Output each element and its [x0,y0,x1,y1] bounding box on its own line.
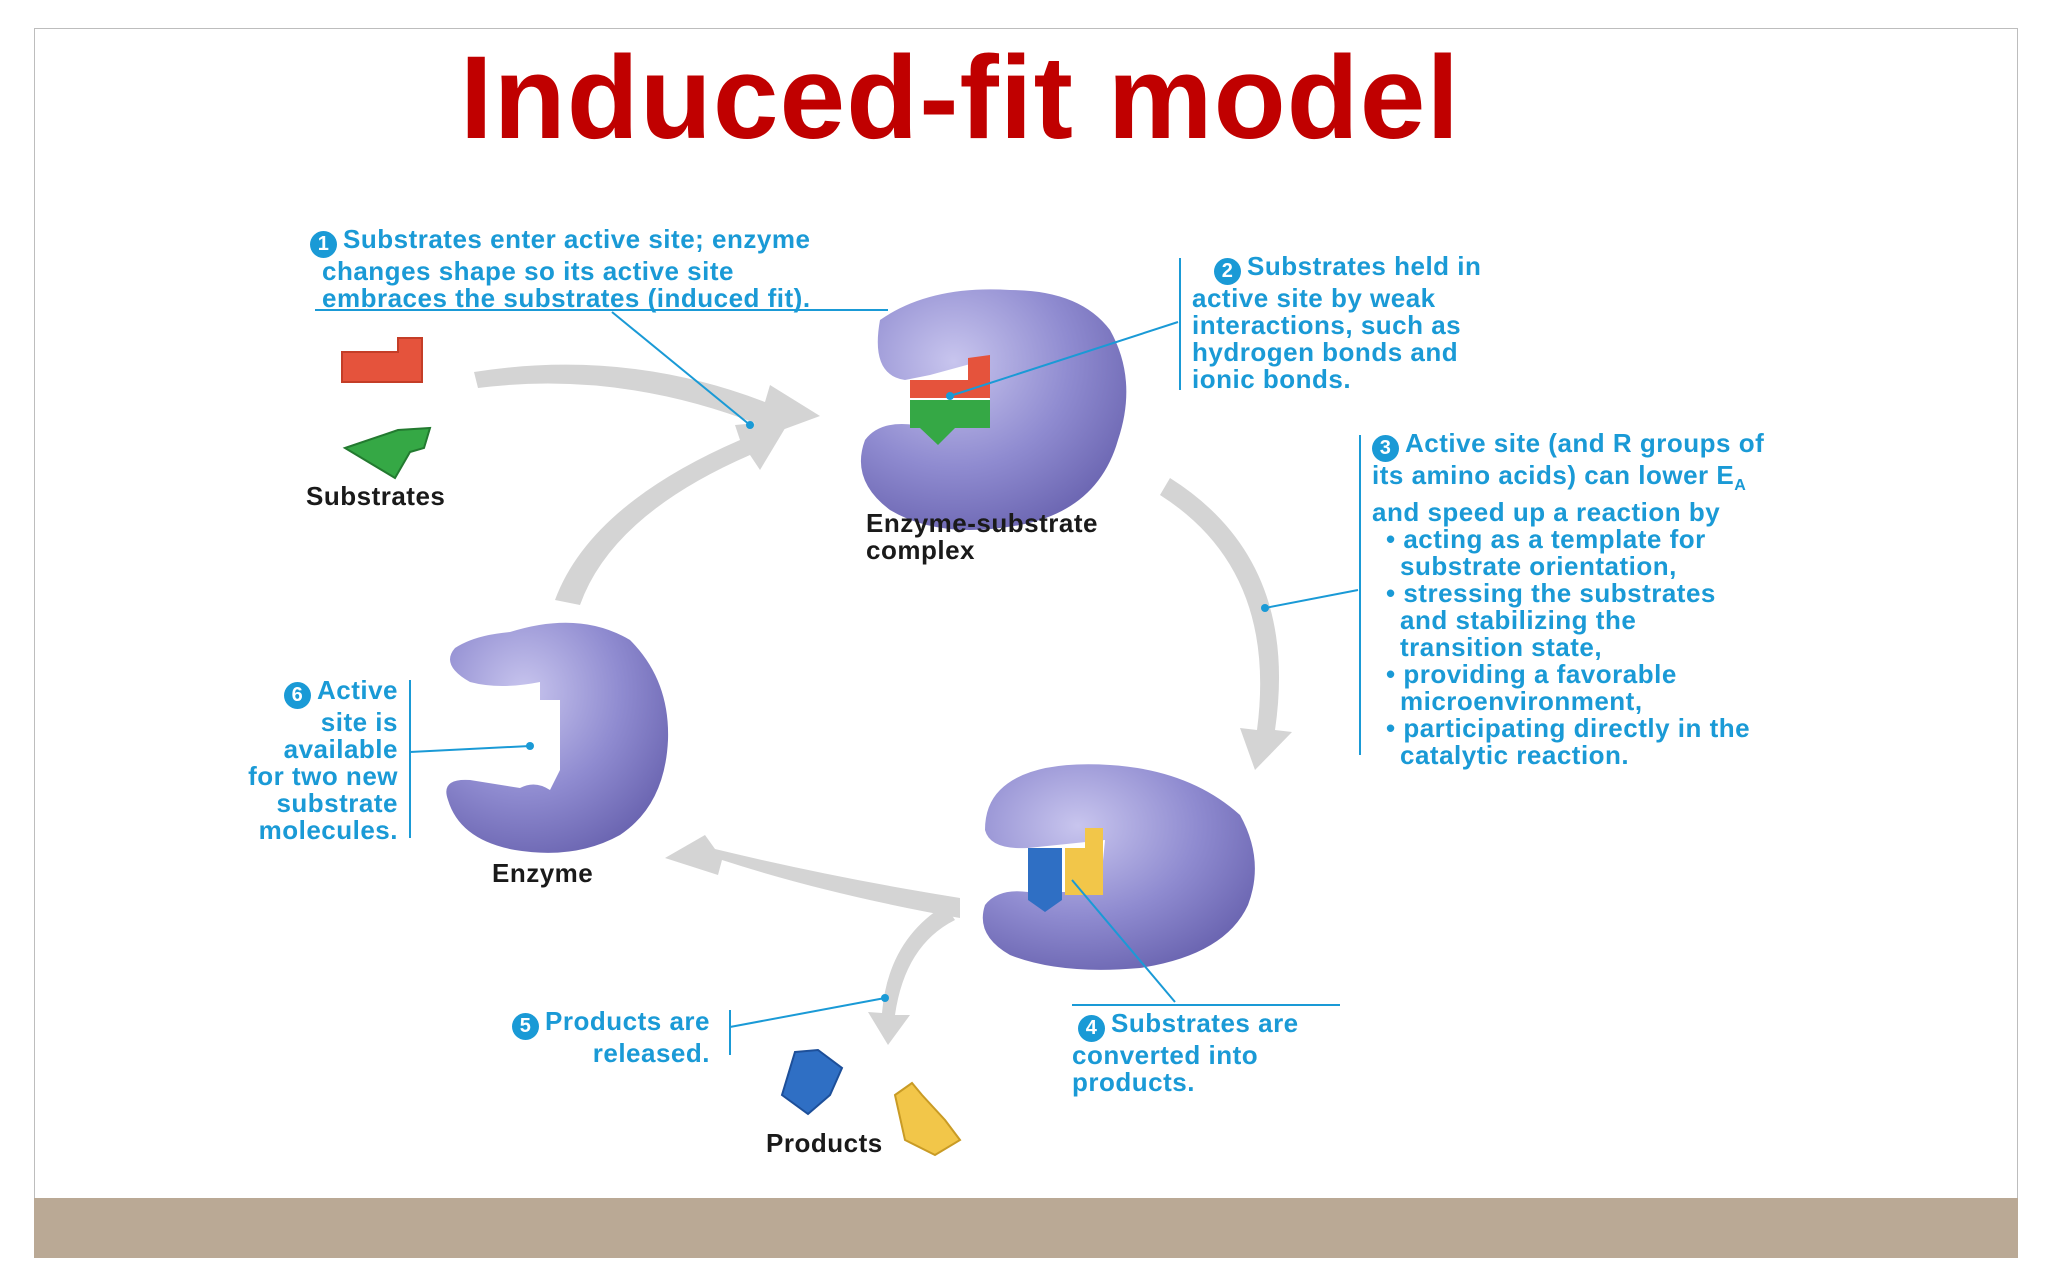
green-substrate-icon [342,426,432,480]
step3-bullet-4-line-1: participating directly in the [1403,713,1751,744]
leader-lines [315,258,1361,1055]
product-blue-in-complex-icon [1028,848,1062,912]
step2-dot [946,392,954,400]
complex-label: Enzyme-substrate complex [866,510,1098,564]
enzyme-substrate-complex-shape [860,289,1127,530]
step6-line-5: substrate [276,788,398,818]
step1-leader [611,311,751,426]
step3-bullet-4: • participating directly in the [1386,713,1751,744]
arrow-step4-to-enzyme [665,835,960,918]
step3-bullet-3: • providing a favorable [1386,659,1677,690]
product-yellow-in-complex-icon [1065,828,1103,895]
step4-number-badge: 4 [1078,1015,1105,1042]
leader-dots [526,392,1269,1002]
step5-line-2: released. [592,1038,710,1068]
step3-subscript: A [1734,477,1747,495]
step5-leader [729,997,886,1028]
step3-leader [1264,589,1359,609]
step4-leader [1071,879,1176,1003]
step3-intro-3: and speed up a reaction by [1372,497,1721,528]
released-products [780,1048,962,1157]
yellow-product-icon [893,1081,962,1157]
step3-bullet-2: • stressing the substrates [1386,578,1716,609]
step6-line-6: molecules. [258,815,398,845]
step5-number-badge: 5 [512,1013,540,1040]
products-label: Products [766,1128,883,1158]
cycle-arrows [474,364,1292,1045]
step3-bullet-1-line-2: substrate orientation, [1400,551,1677,582]
step2-line-2: active site by weak [1192,283,1436,313]
red-substrate-icon [341,337,423,383]
free-enzyme-shape [446,622,669,853]
footer-bar [34,1198,2018,1258]
step3-bullet-2-line-3: transition state, [1400,632,1603,663]
arrow-substrates-to-complex [474,364,820,440]
arrow-complex-to-step4 [1160,478,1292,770]
step4-line-2: converted into [1072,1040,1259,1070]
slide-frame [34,28,2018,1258]
step4-line-3: products. [1072,1067,1195,1097]
step6-dot [526,742,534,750]
step2-leader [949,321,1179,397]
substrates-label: Substrates [306,481,446,511]
step2-line-5: ionic bonds. [1192,364,1352,394]
free-substrates [341,337,432,480]
step2-line-4: hydrogen bonds and [1192,337,1459,367]
step2-line-1: Substrates held in [1247,251,1482,281]
step1-number-badge: 1 [310,231,337,258]
complex-red-substrate-icon [910,355,990,398]
step3-bullet-3-line-2: microenvironment, [1400,686,1643,717]
enzyme-icon [446,622,669,853]
arrow-to-products [868,905,955,1045]
step1-line-1: Substrates enter active site; enzyme [343,224,811,254]
step3-intro-2: its amino acids) can lower E [1372,460,1735,490]
complex-label-line-1: Enzyme-substrate [866,508,1098,538]
arrow-enzyme-to-complex [555,420,790,605]
product-complex-enzyme-icon [982,764,1255,970]
step6-line-3: available [283,734,398,764]
step5-dot [881,994,889,1002]
complex-green-substrate-icon [910,400,990,445]
step1-line-2: changes shape so its active site [322,256,734,286]
step6-leader [409,745,531,753]
step3-bullet-1-line-1: acting as a template for [1403,524,1706,555]
step3-dot [1261,604,1269,612]
step3-bullet-2-line-2: and stabilizing the [1400,605,1637,636]
step3-bullet-1: • acting as a template for [1386,524,1706,555]
blue-product-icon [780,1048,844,1116]
step6-line-2: site is [320,707,398,737]
step3-intro-1: Active site (and R groups of [1405,428,1765,458]
step1-dot [746,421,754,429]
step6-line-4: for two new [248,761,398,791]
step6-number-badge: 6 [283,682,311,709]
step5-line-1: Products are [545,1006,710,1036]
step3-number-badge: 3 [1372,435,1399,462]
step2-line-3: interactions, such as [1192,310,1462,340]
step3-bullet-3-line-1: providing a favorable [1403,659,1677,690]
page-title: Induced-fit model [459,32,1461,164]
complex-enzyme-icon [860,289,1127,530]
enzyme-product-complex-shape [982,764,1255,970]
step3-bullet-2-line-1: stressing the substrates [1403,578,1716,609]
complex-label-line-2: complex [866,535,975,565]
step2-number-badge: 2 [1214,258,1241,285]
enzyme-label: Enzyme [492,858,594,888]
step6-line-1: Active [316,675,398,705]
step1-line-3: embraces the substrates (induced fit). [322,283,811,313]
step3-bullet-4-line-2: catalytic reaction. [1400,740,1630,771]
step4-line-1: Substrates are [1111,1008,1299,1038]
